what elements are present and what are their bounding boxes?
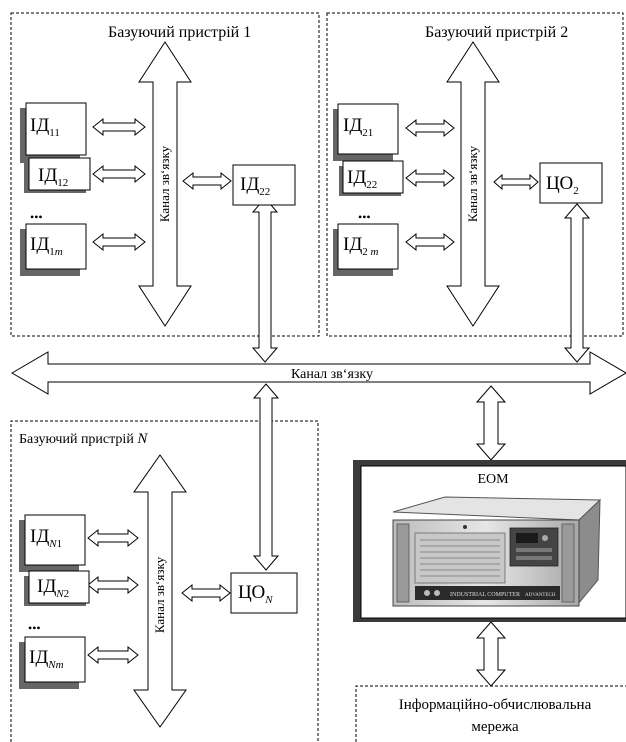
svg-text:ІДNm: ІДNm [29, 647, 64, 671]
arrow-idn1-channel [87, 528, 139, 548]
arrow-idn2-channel [87, 575, 139, 595]
sensor-id2m: ІД2 m [333, 223, 399, 276]
group-title-1: Базуючий пристрій 1 [108, 24, 251, 41]
svg-text:ІД22: ІД22 [347, 167, 377, 191]
svg-text:ЦО2: ЦО2 [546, 173, 579, 197]
svg-text:ІД21: ІД21 [343, 115, 373, 139]
computer-title: ЕОМ [477, 472, 509, 487]
sensor-id21: ІД21 [333, 103, 399, 161]
group-title-n: Базуючий пристрій N [19, 431, 148, 447]
arrow-channel-co2 [493, 173, 539, 191]
sensor-id22: ІД22 [339, 160, 404, 196]
link-arrow-g2-main [563, 203, 591, 363]
svg-text:ІДN1: ІДN1 [30, 526, 62, 550]
svg-text:ІД22: ІД22 [240, 174, 270, 198]
main-channel-label: Канал зв‘язку [291, 367, 373, 382]
arrow-id12-channel [92, 164, 146, 184]
unit-co2: ЦО2 [539, 162, 603, 204]
pc-brand-label: ADVANTECH [525, 593, 556, 598]
link-arrow-g1-main [251, 197, 279, 363]
link-arrow-main-computer [475, 385, 507, 461]
arrow-id22-channel [405, 168, 455, 188]
group-frame-2 [326, 12, 624, 337]
channel-arrow-n [133, 454, 187, 728]
sensor-id11: ІД11 [20, 102, 87, 163]
svg-text:ЦОN: ЦОN [238, 582, 273, 606]
computer-block: ЕОМ INDUSTRIAL [353, 460, 626, 622]
sensor-idnm: ІДNm [19, 636, 86, 689]
channel-label-n: Канал зв‘язку [152, 556, 167, 633]
pc-panel-label: INDUSTRIAL COMPUTER [450, 592, 520, 598]
link-arrow-computer-network [475, 621, 507, 687]
arrow-id2m-channel [405, 232, 455, 252]
channel-arrow-1 [138, 41, 192, 327]
ellipsis-g2: ••• [358, 210, 371, 224]
arrow-id21-channel [405, 118, 455, 138]
channel-label-1: Канал зв‘язку [157, 145, 172, 222]
arrow-channel-con [181, 583, 231, 603]
svg-text:ІД2 m: ІД2 m [343, 234, 379, 258]
ellipsis-gn: ••• [28, 621, 41, 635]
channel-label-2: Канал зв‘язку [465, 145, 480, 222]
ellipsis-g1: ••• [30, 210, 43, 224]
industrial-pc-image: INDUSTRIAL COMPUTER ADVANTECH [392, 496, 602, 607]
svg-text:ІД1m: ІД1m [30, 234, 63, 258]
link-arrow-main-gn [252, 383, 280, 571]
svg-text:ІД11: ІД11 [30, 115, 60, 139]
channel-arrow-2 [446, 41, 500, 327]
svg-text:ІД12: ІД12 [38, 165, 68, 189]
group-title-2: Базуючий пристрій 2 [425, 24, 568, 41]
arrow-id11-channel [92, 117, 146, 137]
svg-text:ІДN2: ІДN2 [37, 576, 69, 600]
main-channel-arrow [11, 351, 626, 395]
small-arrows [87, 117, 539, 665]
arrow-idnm-channel [87, 645, 139, 665]
group-frame-n [10, 420, 319, 742]
network-label-line1: Інформаційно-обчислювальна [399, 697, 592, 713]
network-frame [355, 685, 626, 742]
sensor-idn1: ІДN1 [19, 514, 86, 572]
arrow-channel-id22 [182, 171, 232, 191]
sensor-id12: ІД12 [24, 157, 91, 193]
group-frame-1 [10, 12, 320, 337]
arrow-id1m-channel [92, 232, 146, 252]
network-label-line2: мережа [471, 719, 519, 735]
unit-id22: ІД22 [232, 164, 296, 206]
sensor-id1m: ІД1m [20, 223, 87, 276]
sensor-idn2: ІДN2 [24, 570, 90, 606]
unit-con: ЦОN [230, 572, 298, 614]
